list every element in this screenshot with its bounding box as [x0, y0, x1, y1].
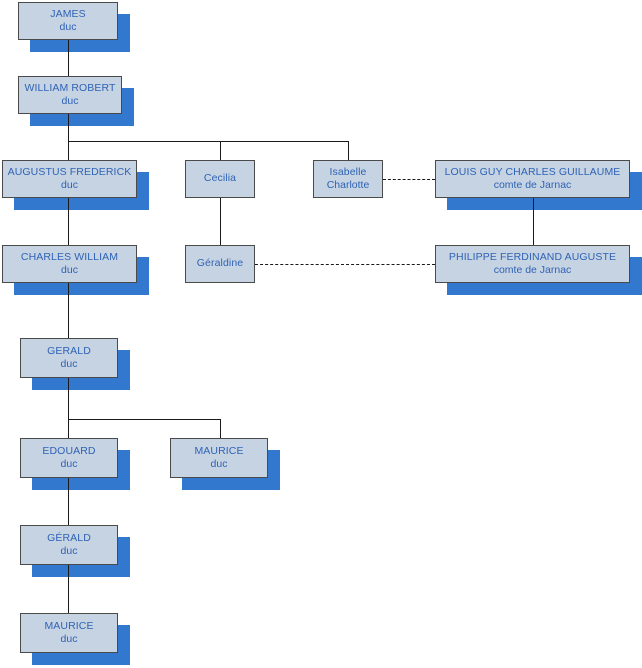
connector-line-vertical [533, 198, 535, 246]
person-title: comte de Jarnac [493, 264, 572, 276]
connector-line-vertical [68, 114, 70, 142]
person-title: duc [61, 264, 78, 276]
person-name: MAURICE [44, 619, 94, 632]
connector-line-vertical [68, 40, 70, 76]
person-title: duc [60, 458, 78, 470]
connector-line-horizontal [68, 141, 349, 143]
connector-line-vertical [68, 198, 70, 246]
person-name: MAURICE [194, 444, 244, 457]
person-name: AUGUSTUS FREDERICK [7, 165, 132, 178]
person-name: CHARLES WILLIAM [20, 250, 119, 263]
person-title: duc [60, 633, 78, 645]
person-name: LOUIS GUY CHARLES GUILLAUME [444, 165, 621, 178]
connector-line-vertical [68, 565, 70, 614]
connector-line-vertical [220, 419, 222, 439]
person-title: comte de Jarnac [493, 179, 572, 191]
connector-line-vertical [220, 141, 222, 161]
marriage-link-dashed [255, 264, 435, 265]
person-name: Géraldine [196, 257, 244, 270]
marriage-link-dashed [383, 179, 435, 180]
person-node-geraldine[interactable]: Géraldine [185, 245, 255, 283]
person-name: GERALD [47, 344, 91, 357]
person-title: duc [61, 179, 78, 191]
person-title: duc [60, 358, 78, 370]
connector-line-vertical [220, 198, 222, 246]
connector-line-vertical [68, 378, 70, 420]
person-name: GÉRALD [47, 531, 91, 544]
person-name: WILLIAM ROBERT [24, 81, 116, 94]
connector-line-horizontal [68, 419, 221, 421]
connector-line-vertical [68, 283, 70, 339]
connector-line-vertical [68, 141, 70, 161]
connector-line-vertical [348, 141, 350, 161]
person-name: Isabelle [329, 165, 367, 178]
person-name: JAMES [50, 7, 86, 20]
connector-line-vertical [68, 478, 70, 526]
person-title: duc [59, 21, 77, 33]
person-name: PHILIPPE FERDINAND AUGUSTE [448, 250, 617, 263]
connector-line-vertical [68, 419, 70, 439]
person-title: duc [60, 545, 78, 557]
person-node-cecilia[interactable]: Cecilia [185, 160, 255, 198]
person-name: Cecilia [203, 172, 237, 185]
person-name: EDOUARD [42, 444, 96, 457]
person-title: Charlotte [326, 179, 370, 191]
person-title: duc [61, 95, 79, 107]
person-title: duc [210, 458, 228, 470]
